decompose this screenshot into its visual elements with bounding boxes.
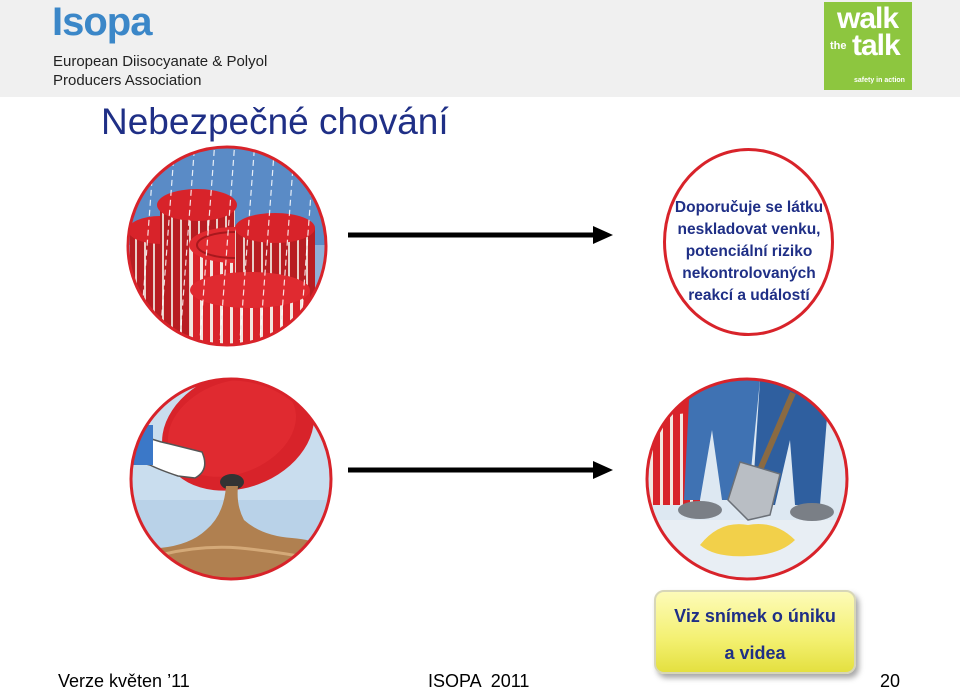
logo-the: the	[830, 40, 847, 52]
warning-line: Doporučuje se látku	[674, 199, 824, 216]
warning-line: reakcí a událostí	[688, 287, 810, 304]
drums-in-rain-icon	[126, 145, 328, 347]
arrow-right-icon	[348, 226, 613, 244]
walk-the-talk-logo: walk the talk safety in action	[824, 2, 912, 90]
logo-tagline: safety in action	[854, 77, 905, 84]
warning-line: neskladovat venku,	[677, 221, 821, 238]
warning-text: Doporučuje se látku neskladovat venku, p…	[664, 197, 834, 307]
arrow-right-icon	[348, 461, 613, 479]
footer-version: Verze květen ’11	[58, 671, 190, 691]
footer-center: ISOPA 2011	[428, 671, 530, 691]
warning-line: nekontrolovaných	[682, 265, 816, 282]
org-name-line1: European Diisocyanate & Polyol	[53, 53, 268, 70]
logo-walk: walk	[837, 2, 899, 35]
warning-line: potenciální riziko	[685, 243, 813, 260]
isopa-logo: Isopa	[52, 0, 152, 44]
info-box-line2: a videa	[724, 643, 786, 663]
page-title: Nebezpečné chování	[101, 101, 449, 142]
warning-circle	[663, 148, 834, 336]
header-band	[0, 0, 960, 97]
info-box-link[interactable]: Viz snímek o úniku a videa	[654, 590, 856, 674]
org-name-line2: Producers Association	[53, 72, 202, 89]
pouring-drum-spill-icon	[129, 377, 333, 581]
page-number: 20	[880, 671, 901, 691]
worker-shovel-spill-icon	[645, 377, 849, 581]
info-box-line1: Viz snímek o úniku	[674, 606, 836, 626]
logo-talk: talk	[852, 29, 901, 62]
